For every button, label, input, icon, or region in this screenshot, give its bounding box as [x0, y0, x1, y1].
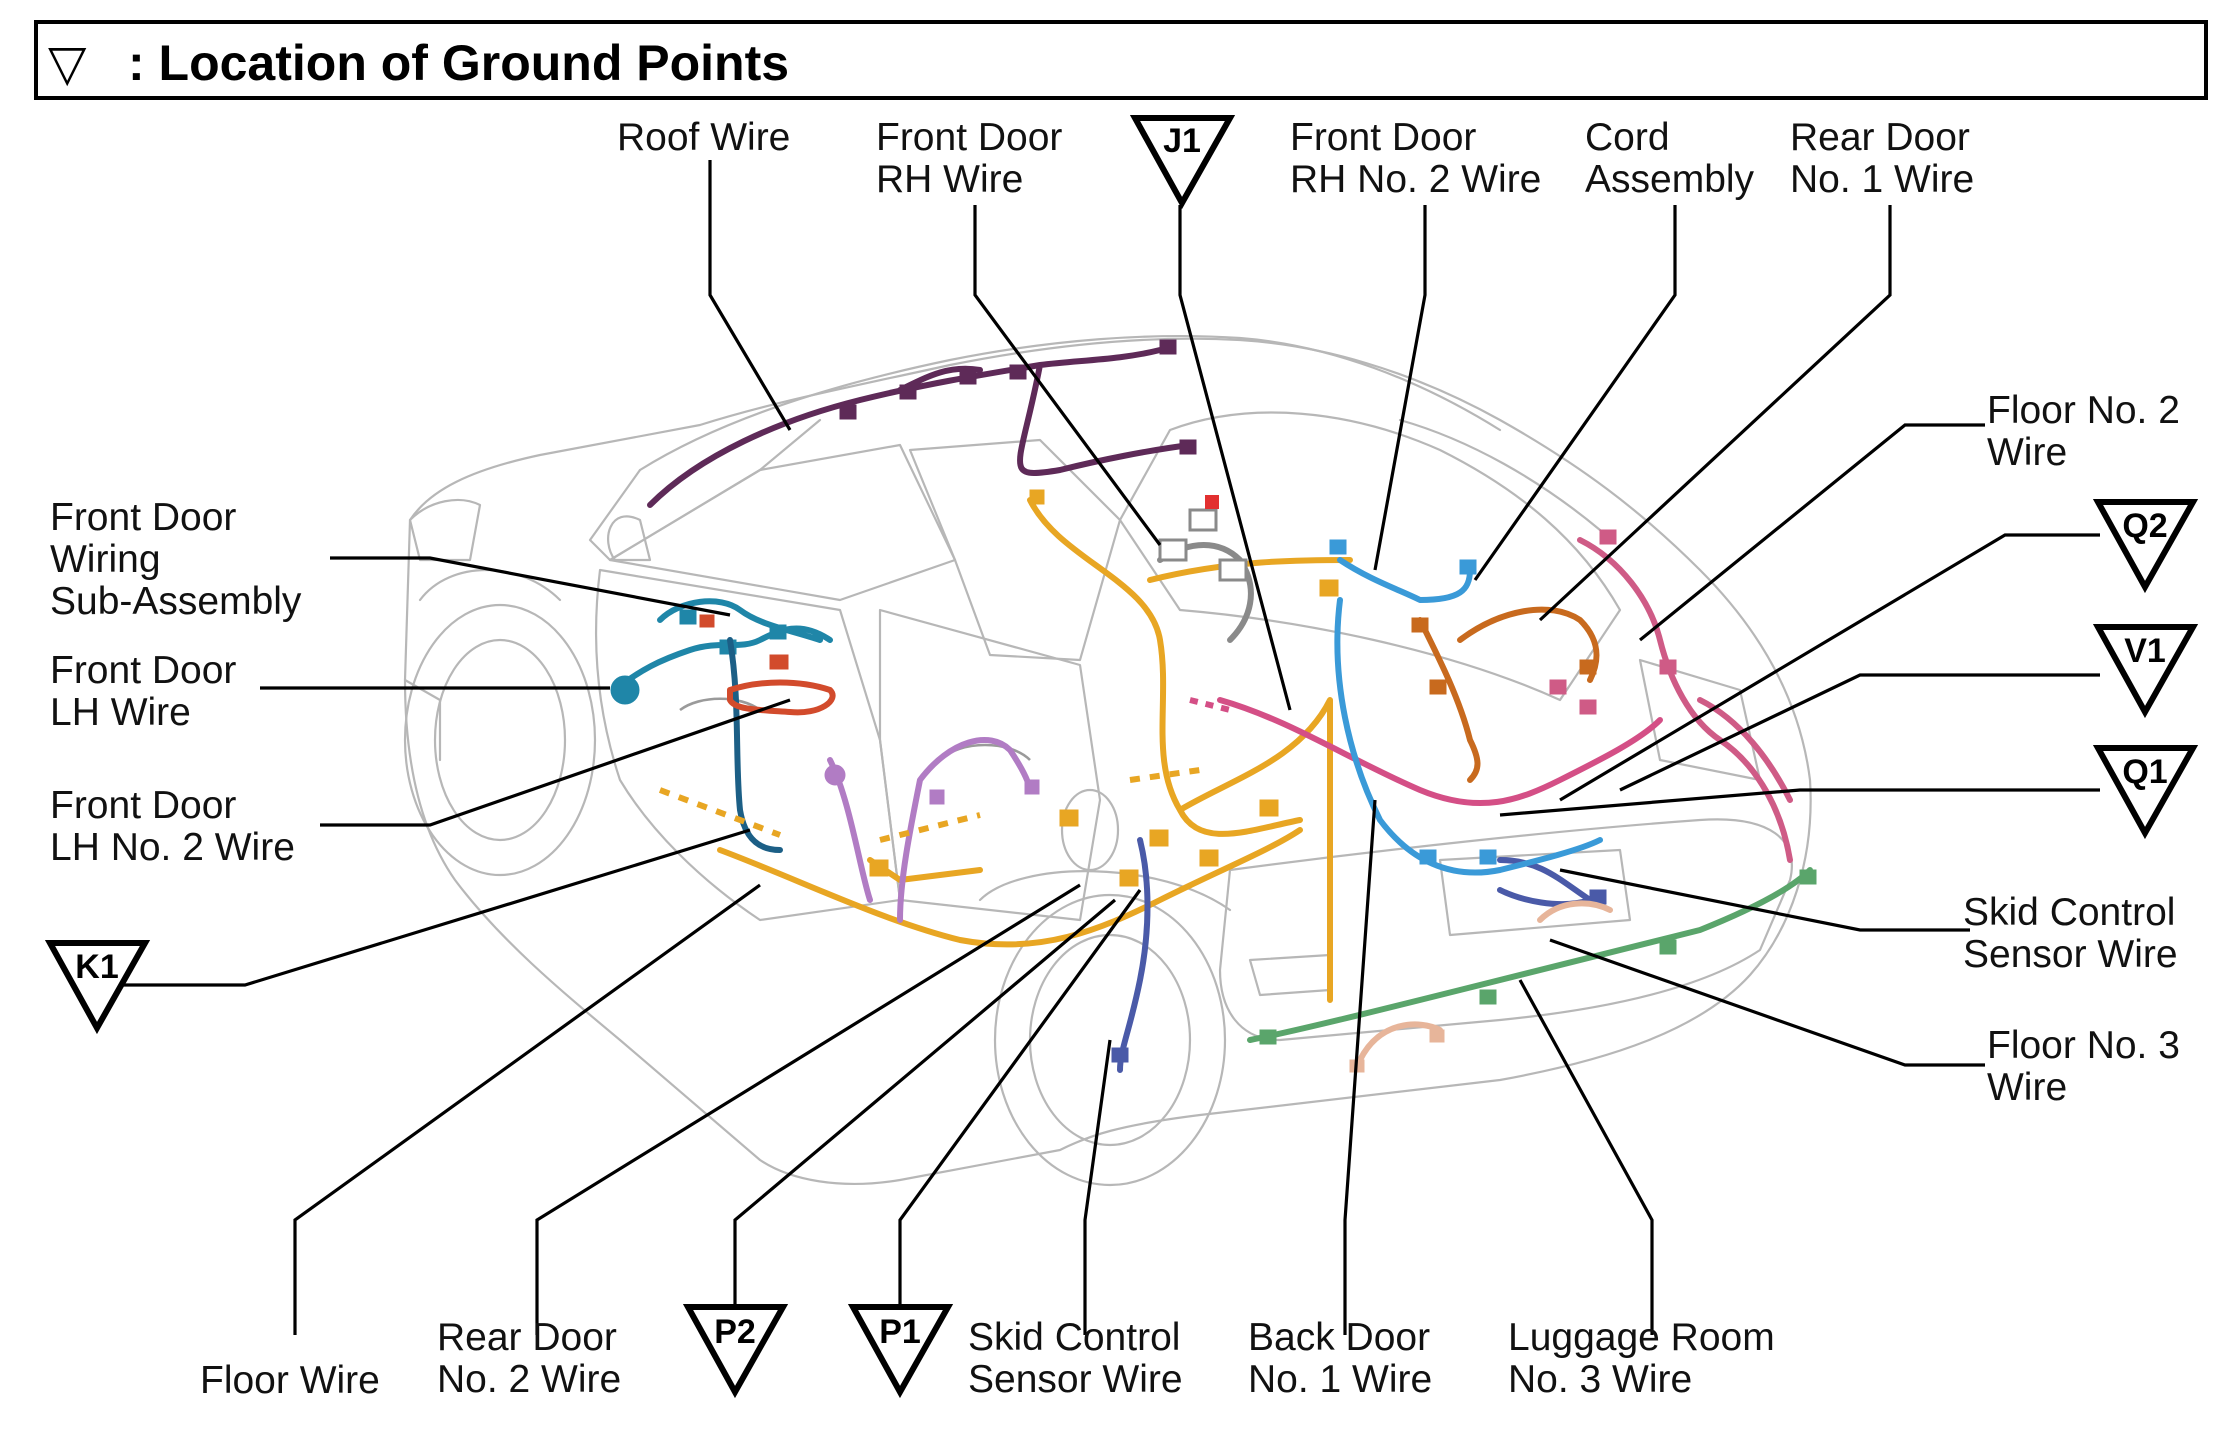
ground-point-p1[interactable]: P1	[847, 1304, 954, 1399]
ground-point-v1-label: V1	[2124, 632, 2166, 670]
label-front-door-lh-no2-wire: Front Door LH No. 2 Wire	[50, 784, 295, 869]
label-cord-assembly: Cord Assembly	[1585, 116, 1755, 201]
ground-point-q1[interactable]: Q1	[2092, 745, 2199, 840]
label-floor-no2-wire: Floor No. 2 Wire	[1987, 389, 2191, 474]
label-roof-wire: Roof Wire	[617, 116, 790, 159]
label-floor-wire: Floor Wire	[200, 1359, 380, 1402]
ground-point-p2[interactable]: P2	[682, 1304, 789, 1399]
ground-point-q2-label: Q2	[2122, 507, 2167, 545]
back-door-no1-wire-harness	[1217, 697, 1663, 807]
ground-point-j1-label: J1	[1163, 122, 1201, 160]
label-floor-no3-wire: Floor No. 3 Wire	[1987, 1024, 2191, 1109]
cord-assembly-harness	[1417, 606, 1600, 783]
wire-harnesses	[610, 339, 1817, 1073]
floor-wire-harness	[717, 497, 1353, 1003]
ground-point-p2-label: P2	[714, 1313, 756, 1351]
roof-wire-harness	[647, 347, 1193, 508]
ground-point-k1-label: K1	[75, 948, 118, 986]
ground-point-v1[interactable]: V1	[2092, 624, 2199, 719]
luggage-room-no3-wire-harness	[1247, 867, 1813, 1043]
label-luggage-room-no3-wire: Luggage Room No. 3 Wire	[1508, 1316, 1786, 1401]
front-door-rh-no2-wire-harness	[1334, 557, 1603, 876]
label-skid-control-sensor-wire-bottom: Skid Control Sensor Wire	[968, 1316, 1191, 1401]
label-skid-control-sensor-wire-right: Skid Control Sensor Wire	[1963, 891, 2186, 976]
ground-point-q1-label: Q1	[2122, 753, 2167, 791]
leader-lines	[105, 160, 2100, 1345]
front-door-lh-no2-wire-harness	[727, 637, 783, 853]
ground-point-k1[interactable]: K1	[44, 940, 151, 1035]
label-rear-door-no2-wire: Rear Door No. 2 Wire	[437, 1316, 628, 1401]
ground-point-j1[interactable]: J1	[1129, 115, 1236, 210]
label-rear-door-no1-wire: Rear Door No. 1 Wire	[1790, 116, 1981, 201]
front-door-sub-assembly-harness	[727, 679, 836, 716]
rear-door-no2-wire-harness	[827, 737, 1033, 923]
title-symbol-icon: ▽	[48, 35, 87, 91]
label-back-door-no1-wire: Back Door No. 1 Wire	[1248, 1316, 1441, 1401]
ground-point-q2[interactable]: Q2	[2092, 499, 2199, 594]
label-front-door-lh-wire: Front Door LH Wire	[50, 649, 247, 734]
label-front-door-rh-no2-wire: Front Door RH No. 2 Wire	[1290, 116, 1541, 201]
floor-no2-wire-harness	[1577, 537, 1793, 863]
label-front-door-wiring-sub-assembly: Front Door Wiring Sub-Assembly	[50, 496, 302, 623]
labels: Roof Wire Front Door RH Wire Front Door …	[50, 116, 2191, 1402]
page-title: : Location of Ground Points	[128, 35, 789, 91]
title-bar: ▽ : Location of Ground Points	[34, 20, 2208, 100]
label-front-door-rh-wire: Front Door RH Wire	[876, 116, 1073, 201]
ground-point-p1-label: P1	[879, 1313, 921, 1351]
floor-no3-wire-harness	[1357, 900, 1613, 1063]
